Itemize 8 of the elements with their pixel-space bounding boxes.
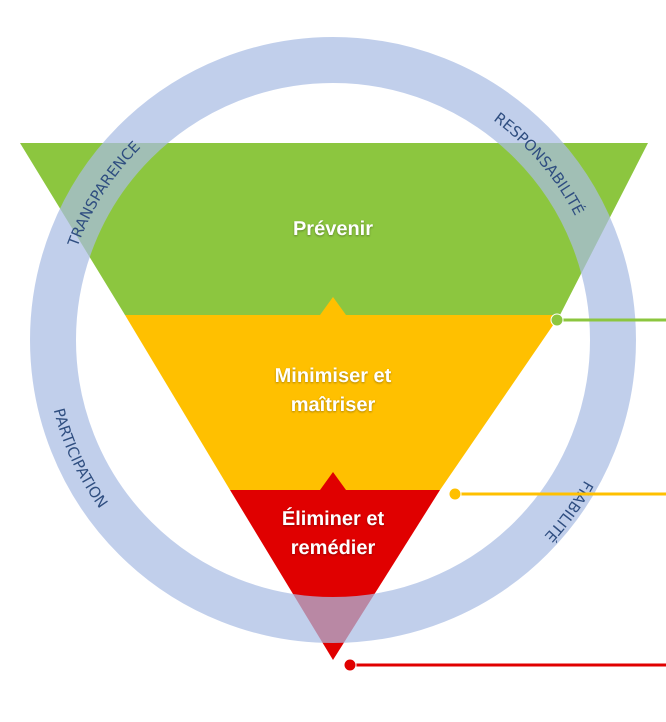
arrow <box>320 472 346 492</box>
arrow <box>320 297 346 317</box>
band-title: Éliminer et remédier <box>280 506 386 561</box>
band-title: Prévenir <box>292 217 374 242</box>
leader-line <box>448 488 666 500</box>
band-title: Minimiser et maîtriser <box>274 364 392 418</box>
leader-line <box>550 314 666 326</box>
leader-line <box>344 658 666 672</box>
